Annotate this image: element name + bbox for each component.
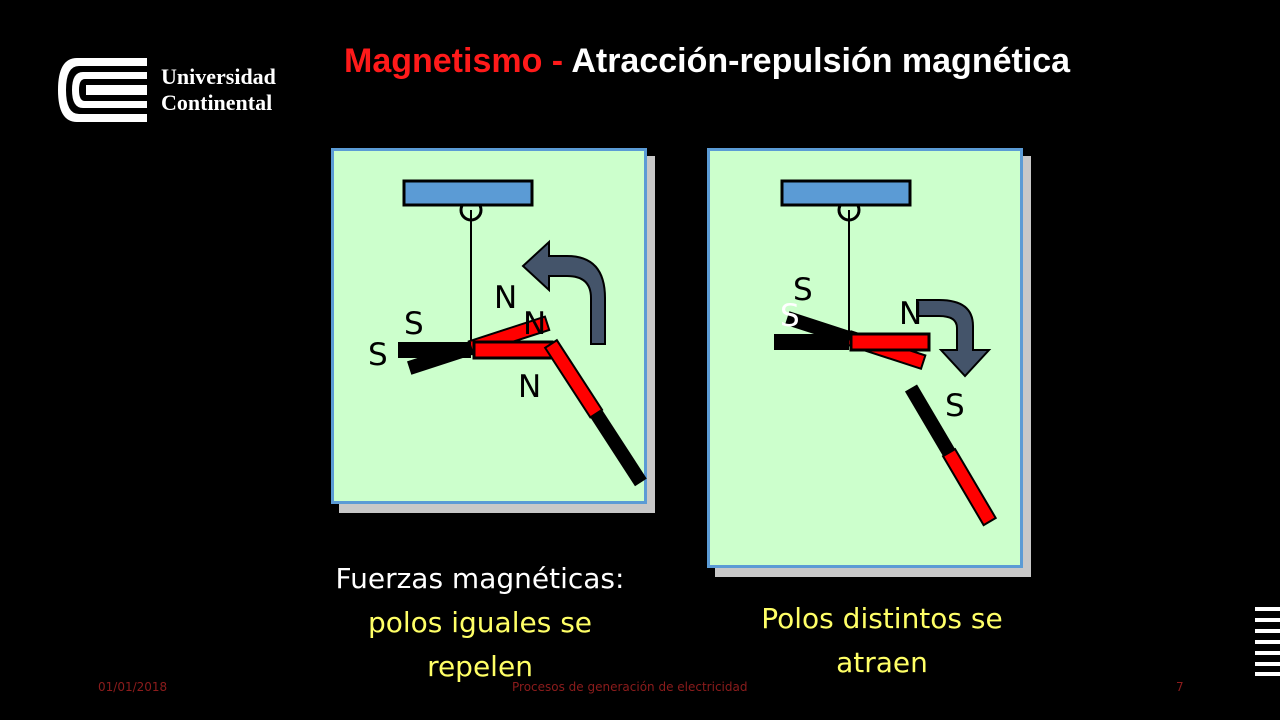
left-caption: Fuerzas magnéticas: polos iguales se rep…: [312, 557, 648, 689]
pole-label: S: [793, 272, 813, 308]
logo-mark-icon: [55, 55, 150, 125]
arrow-cw-icon: [916, 299, 992, 378]
decorative-stripes-icon: [1255, 607, 1280, 676]
magnet-suspended-north: [849, 332, 931, 352]
right-caption-line2: atraen: [836, 646, 928, 679]
pole-label: S: [945, 388, 965, 424]
magnet-suspended-north: [472, 340, 554, 360]
logo-line2: Continental: [161, 90, 273, 115]
pole-label: N: [523, 306, 547, 342]
footer-date: 01/01/2018: [98, 680, 168, 694]
magnet-suspended-south: [398, 342, 471, 358]
pole-label: S: [368, 337, 388, 373]
footer-course: Procesos de generación de electricidad: [512, 680, 748, 694]
left-caption-line2: polos iguales se: [367, 606, 593, 639]
hanger-bar: [780, 179, 912, 207]
magnet-suspended-south: [774, 334, 849, 350]
right-caption-line1: Polos distintos se: [761, 602, 1003, 635]
pole-label: N: [494, 280, 518, 316]
pole-label: S: [780, 298, 800, 334]
logo-text: Universidad Continental: [161, 64, 276, 116]
repulsion-diagram: [398, 179, 647, 487]
right-caption: Polos distintos se atraen: [712, 597, 1052, 685]
university-logo: Universidad Continental: [55, 55, 295, 125]
title-topic: Magnetismo -: [344, 42, 572, 80]
footer-page-number: 7: [1176, 680, 1184, 694]
magnet-approaching: [904, 384, 998, 527]
left-caption-line3: repelen: [427, 650, 533, 683]
title-subtopic: Atracción-repulsión magnética: [571, 42, 1071, 80]
attraction-diagram: [774, 179, 998, 527]
magnet-approaching: [543, 338, 647, 487]
pole-label: N: [518, 369, 542, 405]
pole-label: S: [404, 306, 424, 342]
page-title: Magnetismo - Atracción-repulsión magnéti…: [344, 42, 1070, 81]
left-caption-line1: Fuerzas magnéticas:: [335, 562, 625, 595]
right-panel: S S N S: [707, 148, 1023, 568]
hanger-bar: [402, 179, 534, 207]
pole-label: N: [899, 296, 923, 332]
left-panel: N S N S N: [331, 148, 647, 504]
logo-line1: Universidad: [161, 64, 276, 89]
arrow-ccw-icon: [521, 239, 606, 345]
